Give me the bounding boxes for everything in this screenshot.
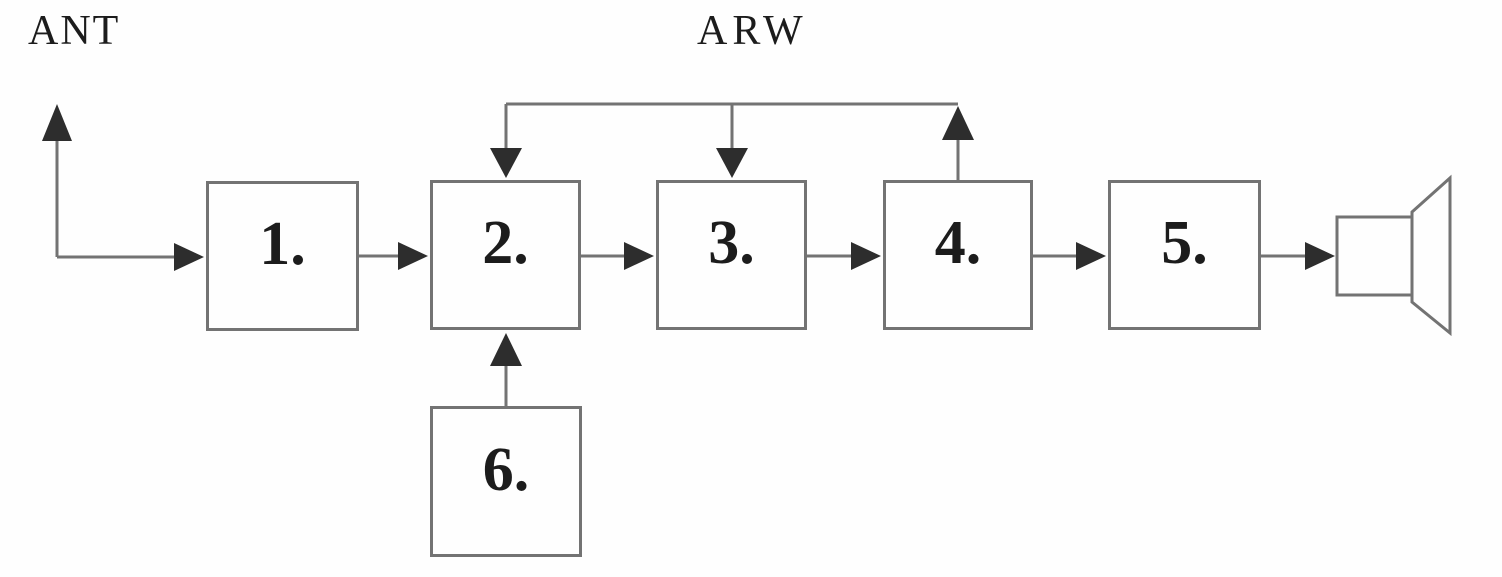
right-arrowhead (398, 242, 428, 270)
block-5: 5. (1108, 180, 1261, 330)
speaker-horn (1410, 174, 1452, 337)
block-5-label: 5. (1161, 209, 1208, 277)
arw-up-arrowhead-block4 (942, 106, 974, 140)
block-1-label: 1. (259, 210, 306, 278)
antenna-up-arrowhead (42, 104, 72, 141)
antenna-label: ANT (28, 8, 121, 54)
connector-block3-block4 (807, 242, 881, 270)
connector-block4-block5 (1032, 242, 1106, 270)
arw-down-arrowhead-block2 (490, 148, 522, 178)
antenna-to-block1-arrowhead (174, 243, 204, 271)
up-arrowhead (490, 333, 522, 366)
block-2: 2. (430, 180, 581, 330)
right-arrowhead (1305, 242, 1335, 270)
right-arrowhead (1076, 242, 1106, 270)
antenna-icon (42, 104, 204, 271)
block-6: 6. (430, 406, 582, 557)
speaker-body (1335, 215, 1414, 297)
connector-block5-speaker (1260, 242, 1335, 270)
block-6-label: 6. (482, 435, 530, 504)
speaker-icon (1335, 174, 1452, 337)
arw-feedback-network (490, 102, 974, 180)
right-arrowhead (851, 242, 881, 270)
block-1: 1. (206, 181, 359, 331)
arw-down-arrowhead-block3 (716, 148, 748, 178)
block-3: 3. (656, 180, 807, 330)
block-4: 4. (883, 180, 1033, 330)
connector-block2-block3 (580, 242, 654, 270)
block-2-label: 2. (482, 209, 529, 277)
connector-block1-block2 (358, 242, 428, 270)
block-3-label: 3. (708, 209, 755, 277)
connector-block6-block2 (490, 333, 522, 406)
block-4-label: 4. (934, 209, 982, 277)
arw-label: ARW (697, 8, 808, 54)
right-arrowhead (624, 242, 654, 270)
